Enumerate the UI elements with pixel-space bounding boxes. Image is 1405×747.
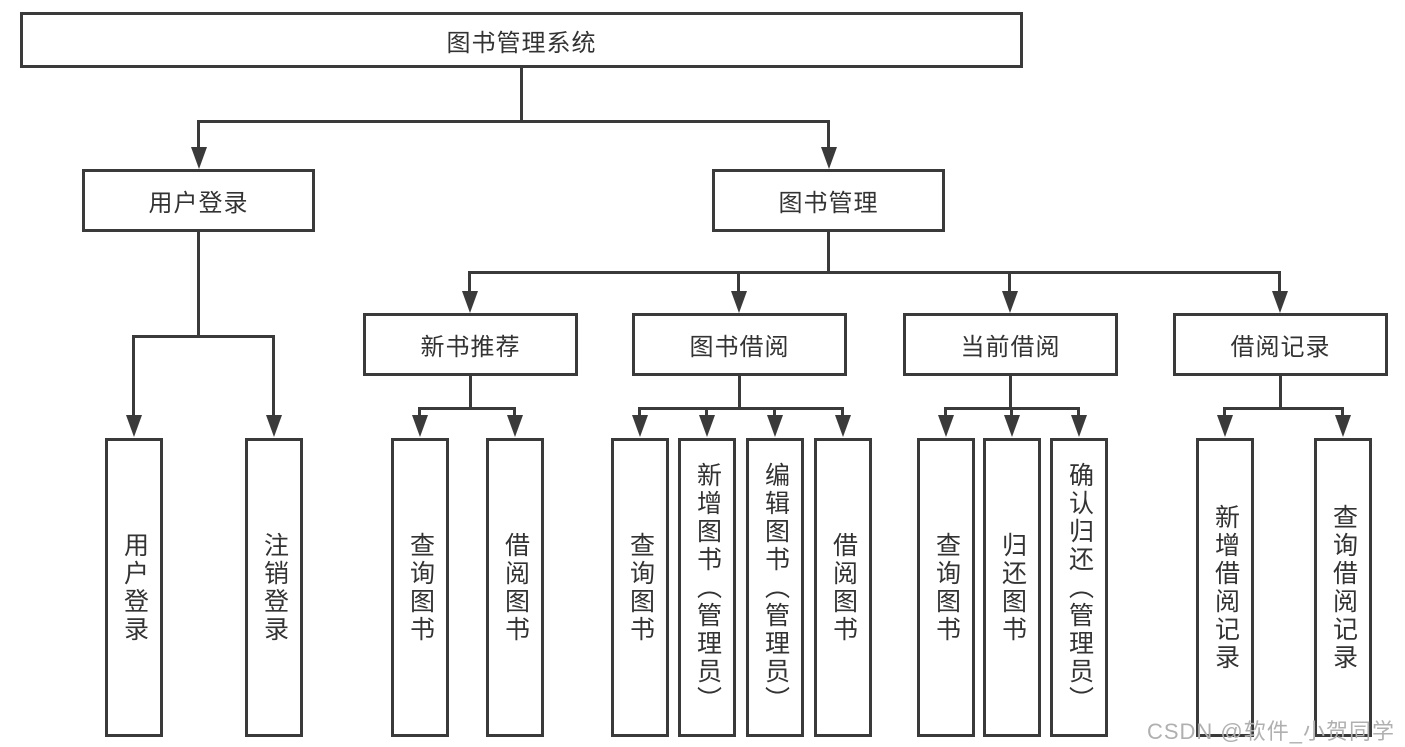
leaf-logout-label: 注销登录 xyxy=(260,531,289,644)
connector-stub-add-record xyxy=(1223,407,1226,418)
connector-stub-user-login xyxy=(197,120,200,150)
node-new-book-recommendation: 新书推荐 xyxy=(363,313,578,376)
connector-new-book-stem xyxy=(469,376,472,407)
leaf-confirm-return-admin-label: 确认归还（管理员） xyxy=(1065,461,1094,714)
connector-stub-book-borrowing xyxy=(737,271,740,293)
arrowhead-add-books xyxy=(699,415,715,437)
leaf-query-borrow-record-label: 查询借阅记录 xyxy=(1329,503,1358,672)
leaf-edit-books-admin: 编辑图书（管理员） xyxy=(746,438,804,737)
leaf-add-borrow-record-label: 新增借阅记录 xyxy=(1211,503,1240,672)
arrowhead-query-current xyxy=(938,415,954,437)
connector-stub-current-borrowing xyxy=(1008,271,1011,293)
connector-book-borrowing-bar xyxy=(638,407,844,410)
connector-stub-query-borrowing xyxy=(638,407,641,418)
leaf-confirm-return-admin: 确认归还（管理员） xyxy=(1050,438,1108,737)
connector-book-management-stem xyxy=(827,232,830,271)
connector-stub-query-current xyxy=(944,407,947,418)
arrowhead-borrow-books xyxy=(835,415,851,437)
arrowhead-user-login xyxy=(191,147,207,169)
leaf-borrow-books: 借阅图书 xyxy=(814,438,872,737)
node-borrowing-records: 借阅记录 xyxy=(1173,313,1388,376)
arrowhead-query-borrowing xyxy=(632,415,648,437)
arrowhead-return-books xyxy=(1004,415,1020,437)
arrowhead-query-record xyxy=(1335,415,1351,437)
leaf-query-books-recommend: 查询图书 xyxy=(391,438,449,737)
arrowhead-leaf-user-login xyxy=(126,415,142,437)
arrowhead-edit-books xyxy=(767,415,783,437)
arrowhead-current-borrowing xyxy=(1002,291,1018,313)
leaf-query-books-recommend-label: 查询图书 xyxy=(406,531,435,644)
leaf-query-borrow-record: 查询借阅记录 xyxy=(1314,438,1372,737)
connector-stub-leaf-user-login xyxy=(132,335,135,418)
node-book-borrowing: 图书借阅 xyxy=(632,313,847,376)
connector-stub-confirm-return xyxy=(1077,407,1080,418)
connector-user-login-bar xyxy=(132,335,275,338)
connector-user-login-stem xyxy=(197,232,200,335)
arrowhead-borrowing-records xyxy=(1272,291,1288,313)
connector-stub-query-recommend xyxy=(418,407,421,418)
leaf-borrow-books-label: 借阅图书 xyxy=(829,531,858,644)
arrowhead-leaf-logout xyxy=(266,415,282,437)
node-current-borrowing: 当前借阅 xyxy=(903,313,1118,376)
connector-book-management-bar xyxy=(468,271,1281,274)
node-book-borrowing-label: 图书借阅 xyxy=(689,334,790,361)
leaf-edit-books-admin-label: 编辑图书（管理员） xyxy=(761,461,790,714)
connector-current-borrowing-stem xyxy=(1009,376,1012,407)
connector-stub-add-books xyxy=(705,407,708,418)
connector-stub-query-record xyxy=(1341,407,1344,418)
connector-book-borrowing-stem xyxy=(738,376,741,407)
connector-stub-borrowing-records xyxy=(1278,271,1281,293)
arrowhead-book-management xyxy=(821,147,837,169)
watermark-text: CSDN @软件_小贺同学 xyxy=(1146,719,1395,744)
leaf-query-books-borrowing: 查询图书 xyxy=(611,438,669,737)
arrowhead-new-book xyxy=(462,291,478,313)
connector-borrowing-records-stem xyxy=(1279,376,1282,407)
node-new-book-recommendation-label: 新书推荐 xyxy=(420,334,521,361)
arrowhead-confirm-return xyxy=(1071,415,1087,437)
connector-stub-borrow-recommend xyxy=(513,407,516,418)
connector-stub-return-books xyxy=(1010,407,1013,418)
leaf-add-books-admin: 新增图书（管理员） xyxy=(678,438,736,737)
leaf-return-books: 归还图书 xyxy=(983,438,1041,737)
arrowhead-query-recommend xyxy=(412,415,428,437)
node-book-management: 图书管理 xyxy=(712,169,945,232)
node-user-login-label: 用户登录 xyxy=(148,190,249,217)
arrowhead-book-borrowing xyxy=(731,291,747,313)
node-root: 图书管理系统 xyxy=(20,12,1023,68)
leaf-borrow-books-recommend: 借阅图书 xyxy=(486,438,544,737)
leaf-query-books-borrowing-label: 查询图书 xyxy=(626,531,655,644)
leaf-return-books-label: 归还图书 xyxy=(998,531,1027,644)
leaf-logout: 注销登录 xyxy=(245,438,303,737)
connector-borrowing-records-bar xyxy=(1223,407,1344,410)
connector-stub-new-book xyxy=(468,271,471,293)
connector-stub-book-management xyxy=(827,120,830,150)
connector-stub-leaf-logout xyxy=(272,335,275,418)
connector-stub-edit-books xyxy=(773,407,776,418)
node-book-management-label: 图书管理 xyxy=(778,190,879,217)
arrowhead-borrow-recommend xyxy=(507,415,523,437)
node-root-label: 图书管理系统 xyxy=(446,29,597,57)
connector-stub-borrow-books xyxy=(841,407,844,418)
node-borrowing-records-label: 借阅记录 xyxy=(1230,334,1331,361)
node-current-borrowing-label: 当前借阅 xyxy=(960,334,1061,361)
connector-root-stem xyxy=(520,68,523,120)
leaf-query-books-current-label: 查询图书 xyxy=(932,531,961,644)
leaf-add-borrow-record: 新增借阅记录 xyxy=(1196,438,1254,737)
leaf-user-login-label: 用户登录 xyxy=(120,531,149,644)
leaf-user-login: 用户登录 xyxy=(105,438,163,737)
connector-root-bar xyxy=(197,120,830,123)
node-user-login: 用户登录 xyxy=(82,169,315,232)
arrowhead-add-record xyxy=(1217,415,1233,437)
leaf-query-books-current: 查询图书 xyxy=(917,438,975,737)
connector-new-book-bar xyxy=(418,407,516,410)
leaf-borrow-books-recommend-label: 借阅图书 xyxy=(501,531,530,644)
leaf-add-books-admin-label: 新增图书（管理员） xyxy=(693,461,722,714)
